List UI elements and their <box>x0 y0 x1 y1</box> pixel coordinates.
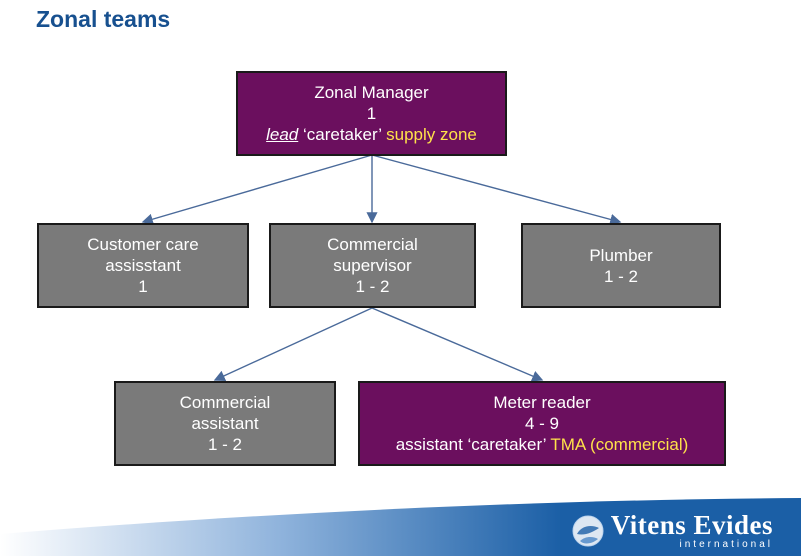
plumber-title: Plumber <box>589 245 653 265</box>
connector-supervisor-assistant <box>213 307 373 382</box>
plumber-count: 1 - 2 <box>603 266 639 286</box>
meter-reader-role: assistant ‘caretaker’ TMA (commercial) <box>396 434 689 455</box>
page-title: Zonal teams <box>36 6 171 32</box>
commercial-assistant-line1: Commercial <box>179 393 271 412</box>
zonal-manager-zone: supply zone <box>386 125 477 144</box>
zonal-manager-count: 1 <box>366 104 377 123</box>
commercial-supervisor-box: Commercial supervisor 1 - 2 <box>269 223 476 308</box>
meter-reader-box: Meter reader 4 - 9 assistant ‘caretaker’… <box>358 381 726 466</box>
logo-subtitle: international <box>679 539 773 550</box>
connector-supervisor-meter-reader <box>371 307 544 382</box>
meter-reader-title: Meter reader <box>493 393 591 412</box>
zonal-manager-box: Zonal Manager 1 lead ‘caretaker’ supply … <box>236 71 507 156</box>
zonal-manager-lead: lead <box>266 125 299 144</box>
commercial-assistant-box: Commercial assistant 1 - 2 <box>114 381 336 466</box>
connector-manager-plumber <box>371 154 622 225</box>
meter-reader-count: 4 - 9 <box>524 414 560 433</box>
customer-care-line2: assisstant <box>105 256 181 275</box>
customer-care-line1: Customer care <box>87 235 199 254</box>
commercial-supervisor-count: 1 - 2 <box>355 277 390 296</box>
plumber-box: Plumber 1 - 2 <box>521 223 721 308</box>
logo-name: Vitens Evides <box>610 510 773 540</box>
vitens-evides-logo: Vitens Evides international <box>571 512 773 550</box>
commercial-supervisor-line2: supervisor <box>333 256 412 275</box>
zonal-manager-role: lead ‘caretaker’ supply zone <box>266 124 477 145</box>
commercial-assistant-line2: assistant <box>191 414 259 433</box>
footer-wave <box>0 498 801 556</box>
zonal-manager-title: Zonal Manager <box>314 83 429 102</box>
commercial-assistant-count: 1 - 2 <box>207 435 243 454</box>
meter-reader-zone: TMA (commercial) <box>550 435 689 454</box>
customer-care-count: 1 <box>138 277 148 296</box>
meter-reader-caretaker: assistant ‘caretaker’ <box>395 435 546 454</box>
zonal-manager-caretaker: ‘caretaker’ <box>302 125 382 144</box>
customer-care-box: Customer care assisstant 1 <box>37 223 249 308</box>
commercial-supervisor-line1: Commercial <box>327 235 418 254</box>
globe-icon <box>572 515 604 547</box>
connector-manager-customer-care <box>141 154 373 225</box>
